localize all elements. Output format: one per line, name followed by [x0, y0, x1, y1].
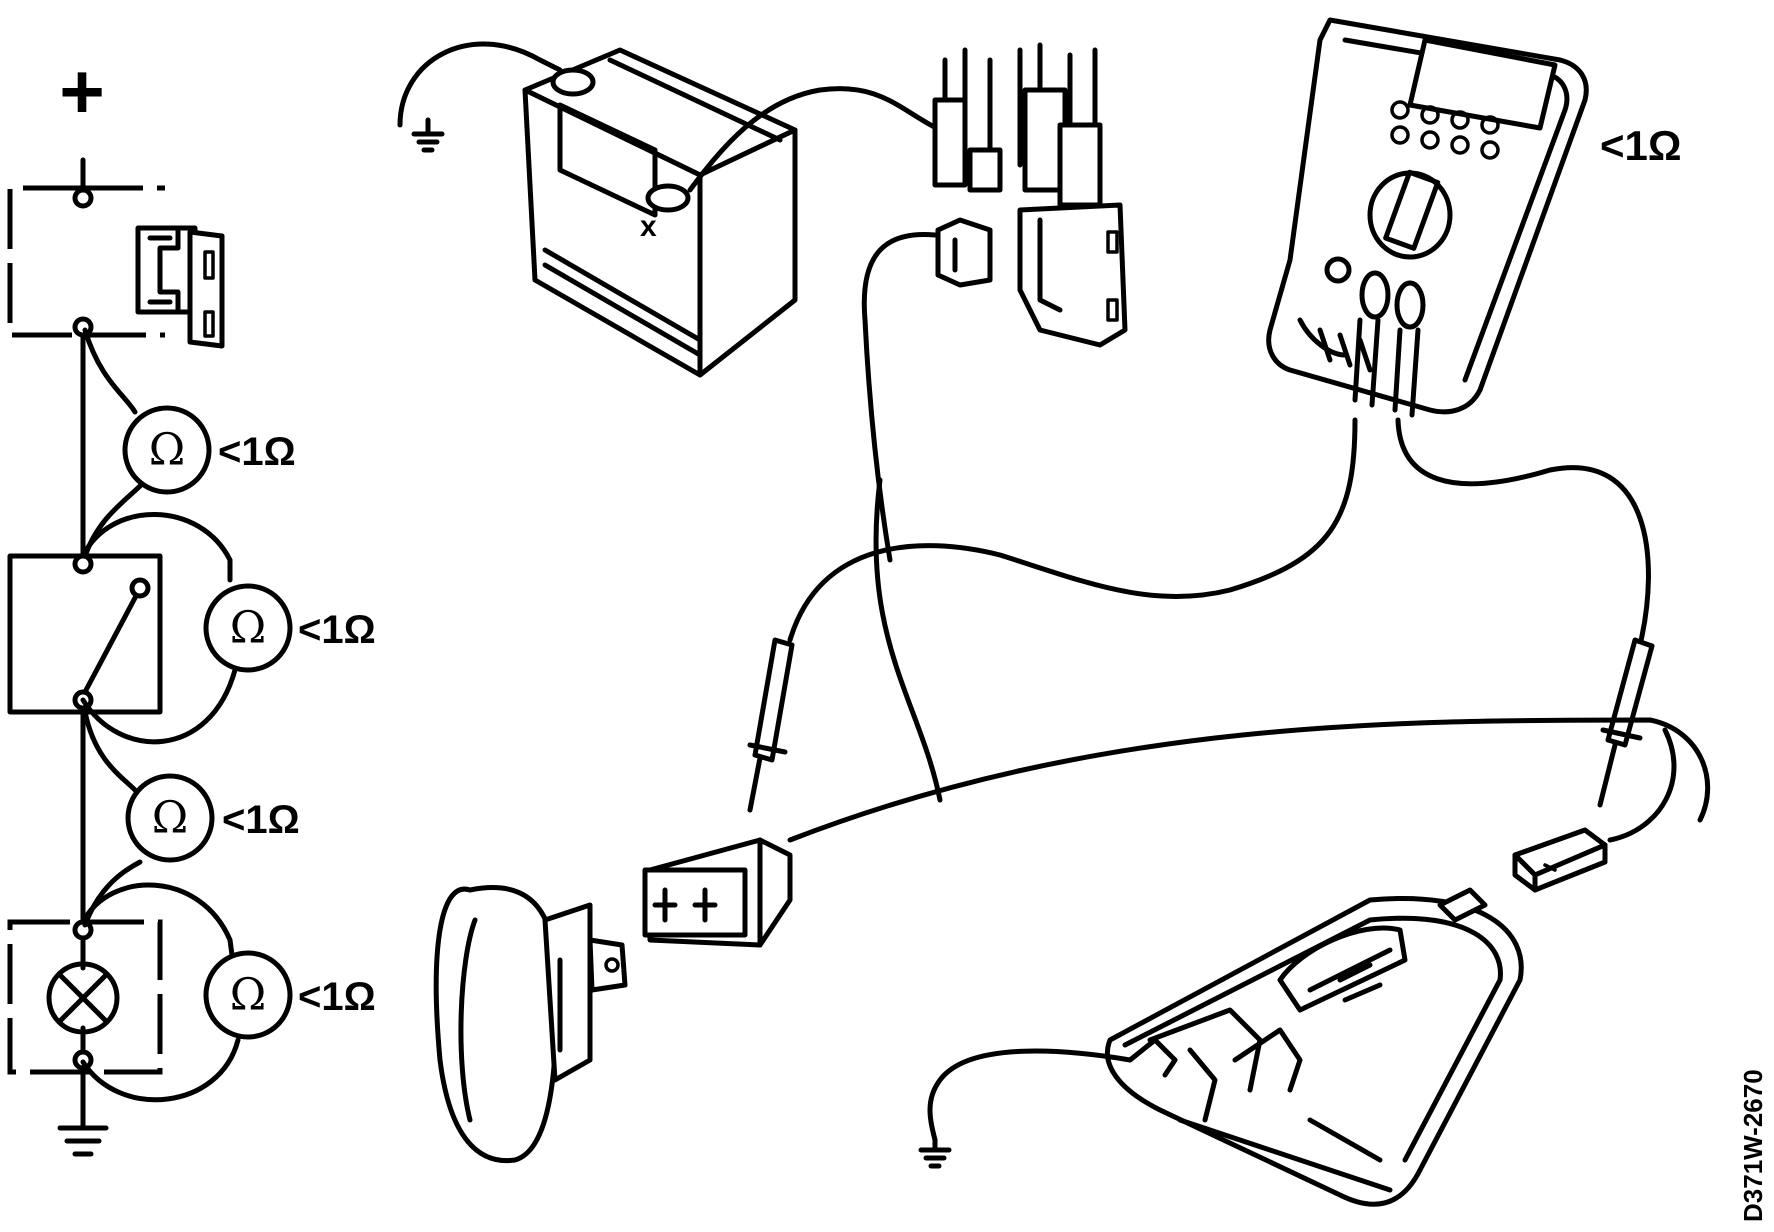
fuse-icon — [135, 225, 225, 349]
circuit-schematic: + — [7, 47, 376, 1157]
svg-text:Ω: Ω — [152, 793, 188, 844]
resistance-reading: <1Ω — [298, 608, 376, 652]
multimeter-illustration — [787, 17, 1651, 648]
multimeter-reading: <1Ω — [1600, 122, 1682, 169]
small-connector-illustration — [1512, 827, 1608, 893]
ground-icon — [918, 1137, 952, 1169]
lamp-icon — [46, 961, 120, 1035]
ohmmeter-symbol: Ω — [122, 405, 212, 495]
ohmmeter-symbol: Ω — [203, 583, 293, 673]
lamp-block — [7, 919, 163, 1075]
lamp-housing-illustration — [918, 887, 1524, 1207]
svg-text:Ω: Ω — [230, 603, 266, 654]
resistance-reading: <1Ω — [298, 975, 376, 1019]
positive-terminal-label: + — [59, 47, 105, 135]
reference-code: D371W-2670 — [1738, 1069, 1768, 1222]
ground-icon — [411, 117, 445, 153]
ohmmeter-symbol: Ω — [203, 950, 293, 1040]
resistance-reading: <1Ω — [218, 430, 296, 474]
connector-illustration — [642, 837, 793, 948]
test-probe-left — [747, 477, 943, 813]
fuse-box-illustration — [861, 42, 1128, 563]
battery-illustration: x — [397, 41, 943, 378]
svg-text:Ω: Ω — [149, 425, 185, 476]
resistance-reading: <1Ω — [222, 798, 300, 842]
rocker-switch-illustration — [433, 885, 628, 1164]
svg-text:x: x — [640, 210, 657, 243]
fuse-block — [7, 157, 225, 349]
ground-icon — [57, 1065, 109, 1157]
test-probe-right — [1597, 637, 1677, 843]
svg-text:Ω: Ω — [230, 970, 266, 1021]
switch-block — [7, 553, 163, 715]
ohmmeter-symbol: Ω — [125, 773, 215, 863]
